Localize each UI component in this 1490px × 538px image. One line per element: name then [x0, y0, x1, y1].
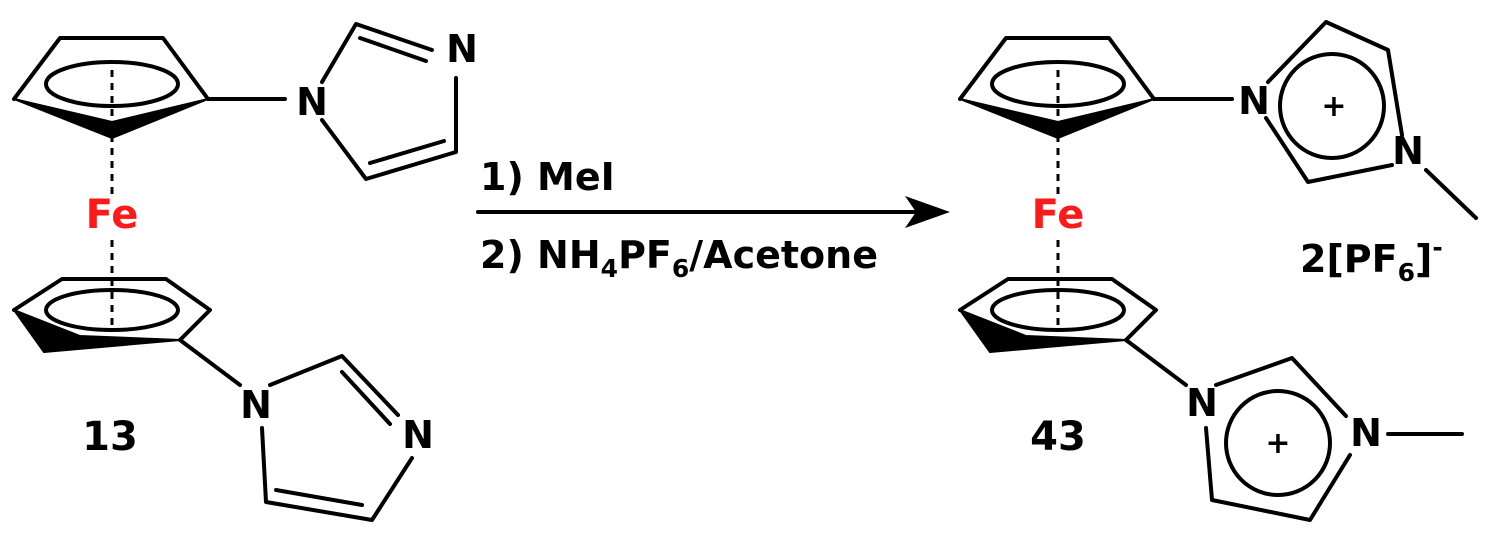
product-bottom-cp-back-edges	[958, 277, 1158, 342]
counterion-label: 2[PF6]-	[1300, 233, 1443, 287]
product-top-cp-aromatic-ring	[990, 60, 1126, 108]
positive-charge-bottom: +	[1265, 426, 1290, 461]
product-top-imidazolium: N N +	[1152, 20, 1478, 220]
imidazole-n1-bottom: N	[240, 383, 272, 427]
arrow-head	[905, 196, 950, 228]
bottom-imidazole: N N	[178, 338, 434, 522]
imidazolium-ring-bottom	[1264, 116, 1394, 184]
bottom-cp-back-edges	[12, 277, 212, 342]
imidazole-c4-c5-double	[368, 139, 446, 165]
cp-n-bond-bottom	[178, 338, 242, 387]
product-top-cp-back-edges	[958, 36, 1156, 101]
imidazolium-ring-top-bottom	[1214, 356, 1348, 418]
imidazole-c2-n3-double	[358, 36, 428, 63]
counterion-prefix: 2[PF	[1300, 237, 1398, 281]
product-bottom-imidazolium: N N +	[1124, 338, 1464, 522]
positive-charge-top: +	[1321, 89, 1346, 124]
imidazolium-n3: N	[1392, 129, 1424, 173]
imidazolium-ring-bottom-bottom	[1204, 426, 1352, 522]
step2-subscript-4: 4	[601, 254, 618, 283]
top-cp-back-edges	[12, 36, 210, 101]
product-43: Fe N N + 2[PF6]- N N	[958, 20, 1478, 522]
imidazole-n3-c4-c5-n1-bottom	[260, 426, 414, 522]
imidazolium-n1: N	[1238, 79, 1270, 123]
compound-label-43: 43	[1030, 414, 1086, 460]
top-imidazole: N N	[206, 22, 478, 181]
counterion-subscript-6: 6	[1398, 258, 1415, 287]
n-methyl-bond-top	[1424, 168, 1478, 220]
product-cp-n-bond-bottom	[1124, 338, 1188, 387]
iron-atom: Fe	[86, 192, 139, 238]
product-bottom-cp-aromatic-ring	[990, 288, 1126, 332]
imidazole-c4-c5-double-bottom	[274, 488, 364, 507]
imidazole-n3-c4-c5-n1	[320, 76, 458, 181]
imidazole-n1: N	[296, 80, 328, 124]
imidazole-n1-c2-n3-bottom	[268, 354, 400, 417]
reactant-13: Fe N N N N 13	[12, 22, 478, 522]
step2-suffix: /Acetone	[689, 233, 878, 277]
imidazolium-n1-bottom: N	[1186, 381, 1218, 425]
top-cp-aromatic-ring	[44, 60, 180, 108]
counterion-charge: -	[1432, 233, 1442, 262]
condition-step-1: 1) MeI	[480, 155, 615, 199]
step2-prefix: 2) NH	[480, 233, 601, 277]
imidazole-n1-c2-n3	[320, 22, 434, 84]
step2-subscript-6: 6	[672, 254, 689, 283]
imidazolium-delocalized-ring	[1278, 52, 1386, 160]
imidazole-c2-n3-double-bottom	[340, 370, 392, 426]
bottom-cp-aromatic-ring	[44, 288, 180, 332]
step2-mid: PF	[618, 233, 672, 277]
condition-step-2: 2) NH4PF6/Acetone	[480, 233, 878, 283]
reaction-arrow: 1) MeI 2) NH4PF6/Acetone	[476, 155, 950, 283]
counterion-close: ]	[1415, 237, 1432, 281]
compound-label-13: 13	[82, 414, 138, 460]
imidazole-n3-bottom: N	[402, 413, 434, 457]
imidazolium-ring-top	[1266, 20, 1404, 137]
imidazole-n3: N	[446, 27, 478, 71]
product-iron-atom: Fe	[1032, 192, 1085, 238]
imidazolium-n3-bottom: N	[1350, 411, 1382, 455]
imidazolium-delocalized-ring-bottom	[1224, 389, 1332, 497]
